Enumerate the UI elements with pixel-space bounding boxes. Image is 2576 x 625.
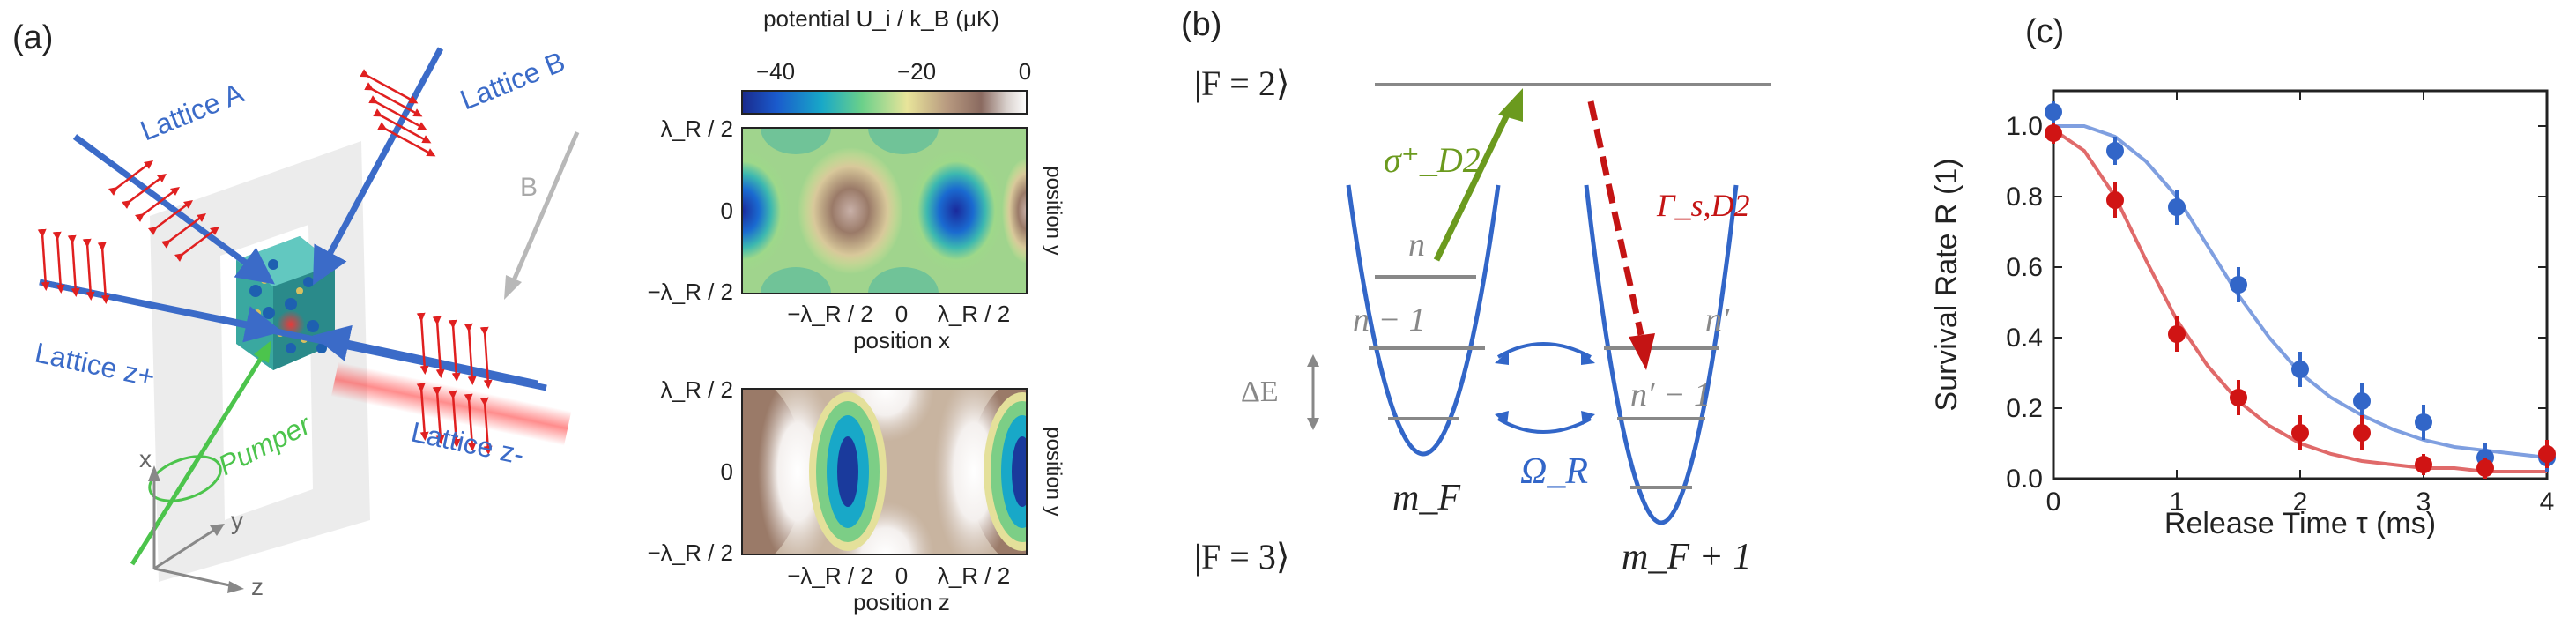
data-point	[2106, 191, 2124, 209]
axis-y-label: y	[231, 507, 243, 534]
map-top-xlabel: position x	[853, 327, 950, 353]
y-tick-label: 0.8	[2006, 182, 2043, 212]
x-tick-label: 0	[2046, 487, 2061, 517]
map-top-ytick: 0	[721, 197, 733, 224]
data-point	[2415, 413, 2432, 431]
data-point	[2353, 392, 2371, 410]
data-point	[2106, 142, 2124, 160]
lattice-zplus-label: Lattice z+	[33, 337, 158, 393]
pumper-circular-arrow	[148, 455, 222, 502]
panel-c: (c) 0 1 2 3 4 0.0 0.2 0.4 0.6 0.8 1.0 Release Time…	[1930, 13, 2556, 540]
well-right-label: m_F + 1	[1622, 537, 1751, 577]
axes-triad	[152, 476, 234, 588]
well-right	[1584, 184, 1739, 525]
chart-xlabel: Release Time τ (ms)	[2164, 507, 2436, 540]
vibrational-levels	[1369, 275, 1719, 489]
level-n: n	[1408, 227, 1425, 264]
x-tick-label: 3	[2416, 487, 2431, 517]
data-point	[2230, 276, 2247, 294]
data-point	[2045, 103, 2062, 121]
data-point	[2291, 424, 2309, 442]
map-bottom-ytick: 0	[721, 458, 733, 485]
map-bottom-xtick: 0	[895, 562, 908, 589]
b-field-arrow	[509, 131, 580, 287]
y-tick-label: 0.2	[2006, 394, 2043, 423]
omega-label: Ω_R	[1520, 451, 1588, 492]
y-tick-label: 0.4	[2006, 324, 2043, 353]
x-tick-label: 4	[2540, 487, 2555, 517]
polarization-arrows	[37, 69, 493, 455]
well-left	[1346, 184, 1501, 457]
panel-b: (b) |F = 2⟩ n n − 1 n′ n′ − 1 σ⁺_D2 Γ_s,…	[1181, 6, 1771, 577]
data-point	[2168, 198, 2186, 216]
chart-ylabel: Survival Rate R (1)	[1930, 158, 1964, 411]
atom-cloud	[236, 236, 335, 370]
axis-x-label: x	[139, 445, 152, 472]
gamma-arrow	[1587, 100, 1644, 336]
colorbar	[741, 90, 1028, 115]
panel-a-label: (a)	[12, 19, 53, 56]
map-bottom-ylabel: position y	[1042, 427, 1065, 516]
data-point	[2538, 445, 2556, 463]
pumper-label: Pumper	[213, 408, 316, 482]
lattice-b-label: Lattice B	[456, 45, 569, 115]
potential-map-zy	[742, 389, 1027, 554]
data-point	[2415, 456, 2432, 473]
map-bottom-ytick: λ_R / 2	[661, 376, 733, 403]
x-tick-label: 1	[2170, 487, 2185, 517]
b-field-label: B	[520, 173, 538, 202]
gamma-label: Γ_s,D2	[1656, 188, 1750, 223]
x-tick-label: 2	[2293, 487, 2308, 517]
map-top-ylabel: position y	[1042, 166, 1065, 255]
panel-c-label: (c)	[2025, 13, 2064, 50]
level-n-prime: n′	[1705, 301, 1730, 339]
map-top-xtick: λ_R / 2	[938, 301, 1010, 327]
colorbar-tick: 0	[1019, 58, 1031, 85]
map-bottom-ytick: −λ_R / 2	[647, 539, 733, 566]
panel-b-label: (b)	[1181, 6, 1221, 43]
potential-map-xy	[742, 128, 1027, 294]
colorbar-tick: −20	[897, 58, 936, 85]
map-top-xtick: −λ_R / 2	[787, 301, 873, 327]
level-n-prime-minus-1: n′ − 1	[1630, 376, 1711, 413]
y-tick-label: 0.0	[2006, 465, 2043, 494]
map-top-xtick: 0	[895, 301, 908, 327]
data-point	[2353, 424, 2371, 442]
map-bottom-xtick: −λ_R / 2	[787, 562, 873, 589]
sigma-label: σ⁺_D2	[1384, 140, 1481, 180]
colorbar-title: potential U_i / k_B (μK)	[763, 5, 999, 32]
upper-state-label: |F = 2⟩	[1194, 63, 1289, 103]
fit-curve	[2053, 124, 2548, 459]
raman-arrow-upper	[1496, 342, 1592, 359]
delta-e-label: ΔE	[1241, 376, 1279, 408]
sigma-arrow	[1433, 104, 1515, 262]
lattice-a-label: Lattice A	[136, 77, 249, 147]
map-bottom-xtick: λ_R / 2	[938, 562, 1010, 589]
raman-arrow-lower	[1496, 417, 1592, 434]
panel-a: (a)	[12, 5, 1065, 615]
data-point	[2168, 325, 2186, 343]
y-tick-label: 0.6	[2006, 253, 2043, 282]
lower-state-label: |F = 3⟩	[1194, 537, 1289, 577]
axis-z-label: z	[251, 573, 264, 600]
data-point	[2291, 361, 2309, 378]
chart-layer: 0 1 2 3 4 0.0 0.2 0.4 0.6 0.8 1.0	[2006, 91, 2556, 517]
level-n-minus-1: n − 1	[1353, 301, 1426, 339]
y-tick-label: 1.0	[2006, 112, 2043, 141]
data-point	[2230, 389, 2247, 406]
map-top-ytick: −λ_R / 2	[647, 279, 733, 305]
map-bottom-xlabel: position z	[853, 589, 950, 615]
colorbar-tick: −40	[756, 58, 795, 85]
map-top-ytick: λ_R / 2	[661, 115, 733, 142]
data-point	[2476, 459, 2494, 477]
well-left-label: m_F	[1392, 478, 1460, 518]
data-point	[2045, 124, 2062, 142]
